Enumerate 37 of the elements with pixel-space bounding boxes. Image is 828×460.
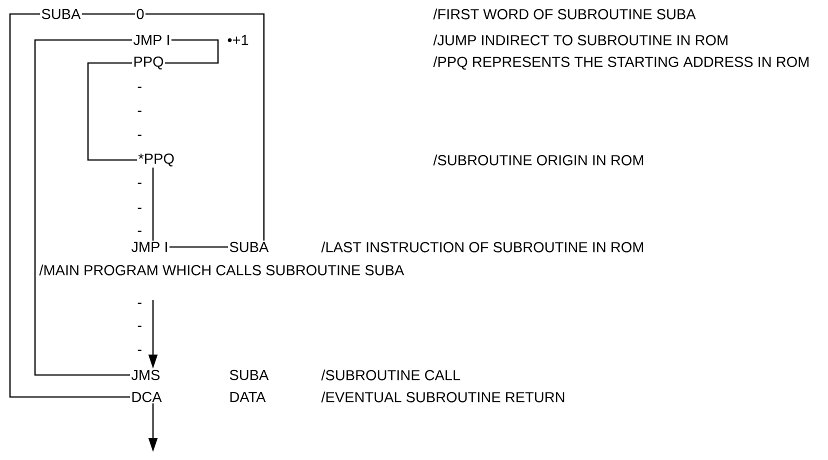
connector-line [82,13,135,15]
connector-line [169,246,228,248]
connector-line [152,168,154,241]
ellipsis-dash: - [138,208,142,209]
code-token: JMP I [133,34,169,46]
ellipsis-dash: - [138,350,142,351]
ellipsis-dash: - [138,110,142,112]
ellipsis-dash: - [138,302,142,304]
comment-text: /EVENTUAL SUBROUTINE RETURN [321,392,564,402]
operand-text: SUBA [230,370,269,380]
code-token: JMS [131,370,160,380]
comment-text: /PPQ REPRESENTS THE STARTING ADDRESS IN ROM [433,56,809,70]
operand-text: DATA [230,392,266,402]
comment-text: /SUBROUTINE CALL [321,370,460,380]
code-token: *PPQ [138,154,174,166]
comment-text: /FIRST WORD OF SUBROUTINE SUBA [433,8,696,20]
code-token: 0 [136,8,144,20]
connector-line [9,13,130,398]
code-token: •+1 [228,35,248,45]
code-token: PPQ [134,56,164,70]
connector-line [34,39,132,376]
code-token: SUBA [230,242,269,252]
code-token: DCA [132,392,162,402]
code-token: JMP I [131,242,167,252]
comment-text: /LAST INSTRUCTION OF SUBROUTINE IN ROM [321,242,644,252]
ellipsis-dash: - [138,230,142,232]
ellipsis-dash: - [138,326,142,327]
ellipsis-dash: - [138,134,142,136]
connector-line [165,39,219,64]
comment-text: /SUBROUTINE ORIGIN IN ROM [433,154,644,166]
connector-line [87,62,137,161]
code-token: SUBA [42,8,81,20]
ellipsis-dash: - [138,182,142,184]
comment-text: /JUMP INDIRECT TO SUBROUTINE IN ROM [433,34,728,46]
ellipsis-dash: - [138,86,142,88]
connector-line [145,13,265,241]
comment-text: /MAIN PROGRAM WHICH CALLS SUBROUTINE SUBA [39,264,404,276]
